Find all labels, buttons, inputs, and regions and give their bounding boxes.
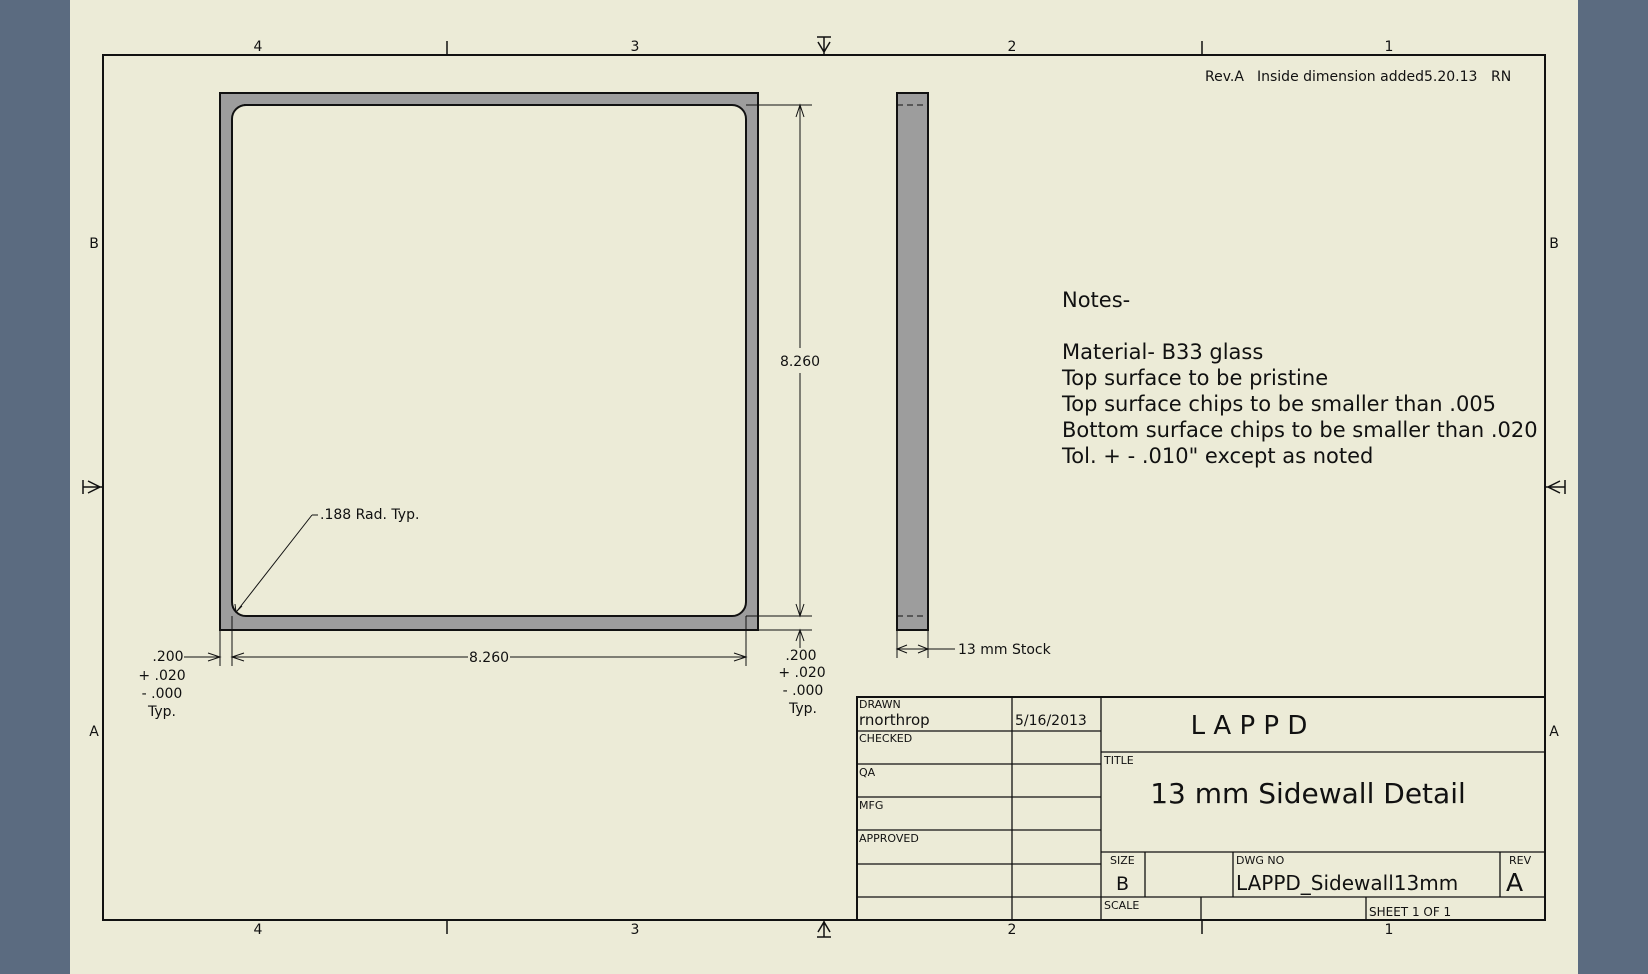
- drawing-number: LAPPD_Sidewall13mm: [1236, 871, 1458, 895]
- sidewall-frame: [219, 92, 759, 631]
- rev-note-by: RN: [1491, 69, 1511, 85]
- note-line: Tol. + - .010" except as noted: [1061, 444, 1373, 468]
- front-view: [219, 92, 759, 631]
- left-center-mark: [82, 480, 103, 494]
- checked-label: CHECKED: [859, 732, 912, 745]
- company-name: L A P P D: [1191, 711, 1308, 741]
- dimension-lines: [184, 103, 955, 666]
- right-wall-typ: Typ.: [788, 701, 817, 717]
- zone-col-top-4: 4: [254, 39, 263, 55]
- right-center-mark: [1545, 480, 1566, 494]
- revision-letter: A: [1506, 868, 1523, 897]
- width-dimension: 8.260: [469, 650, 509, 666]
- right-wall-plus-tol: + .020: [778, 665, 825, 681]
- drawn-date: 5/16/2013: [1015, 713, 1087, 729]
- left-wall-plus-tol: + .020: [138, 668, 185, 684]
- rev-label: REV: [1509, 854, 1532, 867]
- notes-heading: Notes-: [1062, 288, 1130, 312]
- mfg-label: MFG: [859, 799, 883, 812]
- radius-callout: .188 Rad. Typ.: [320, 507, 419, 523]
- stock-dimension: 13 mm Stock: [958, 642, 1052, 658]
- right-wall-dimension: .200 + .020 - .000 Typ.: [778, 648, 825, 717]
- qa-label: QA: [859, 766, 876, 779]
- note-line: Top surface to be pristine: [1061, 366, 1328, 390]
- height-dimension: 8.260: [780, 354, 820, 370]
- drawn-label: DRAWN: [859, 698, 901, 711]
- left-wall-dimension: .200 + .020 - .000 Typ.: [138, 649, 185, 720]
- note-line: Material- B33 glass: [1062, 340, 1263, 364]
- drawn-by: rnorthrop: [859, 711, 930, 729]
- zone-col-bottom-4: 4: [254, 922, 263, 938]
- drawing-title: 13 mm Sidewall Detail: [1150, 777, 1466, 810]
- zone-col-bottom-3: 3: [631, 922, 640, 938]
- right-wall-minus-tol: - .000: [783, 683, 824, 699]
- zone-col-bottom-1: 1: [1385, 922, 1394, 938]
- approved-label: APPROVED: [859, 832, 919, 845]
- zone-row-left-a: A: [89, 724, 99, 740]
- sheet-number: SHEET 1 OF 1: [1369, 905, 1451, 919]
- left-wall-nominal: .200: [152, 649, 183, 665]
- zone-col-top-1: 1: [1385, 39, 1394, 55]
- right-wall-nominal: .200: [785, 648, 816, 664]
- rev-note-text: Inside dimension added: [1257, 69, 1424, 85]
- zone-col-top-3: 3: [631, 39, 640, 55]
- zone-row-right-a: A: [1549, 724, 1559, 740]
- title-block: DRAWN rnorthrop 5/16/2013 CHECKED QA MFG…: [856, 696, 1546, 921]
- side-view: [896, 92, 929, 631]
- notes-block: Notes- Material- B33 glass Top surface t…: [1061, 288, 1538, 468]
- left-wall-minus-tol: - .000: [142, 686, 183, 702]
- zone-col-bottom-2: 2: [1008, 922, 1017, 938]
- top-center-mark: [817, 36, 831, 55]
- revision-note: Rev.A Inside dimension added 5.20.13 RN: [1205, 69, 1511, 85]
- sheet-size: B: [1116, 873, 1129, 895]
- scale-label: SCALE: [1104, 899, 1139, 912]
- zone-row-left-b: B: [89, 236, 99, 252]
- side-profile: [896, 92, 929, 631]
- zone-row-right-b: B: [1549, 236, 1559, 252]
- note-line: Top surface chips to be smaller than .00…: [1061, 392, 1496, 416]
- rev-note-rev: Rev.A: [1205, 69, 1244, 85]
- zone-col-top-2: 2: [1008, 39, 1017, 55]
- dwg-no-label: DWG NO: [1236, 854, 1285, 867]
- size-label: SIZE: [1110, 854, 1135, 867]
- zone-ticks: [446, 41, 1203, 934]
- center-markers: [82, 36, 1566, 938]
- bottom-center-mark: [817, 920, 831, 938]
- title-label: TITLE: [1103, 754, 1134, 767]
- note-line: Bottom surface chips to be smaller than …: [1062, 418, 1538, 442]
- left-wall-typ: Typ.: [147, 704, 176, 720]
- rev-note-date: 5.20.13: [1424, 69, 1477, 85]
- drawing-sheet: [70, 0, 1578, 974]
